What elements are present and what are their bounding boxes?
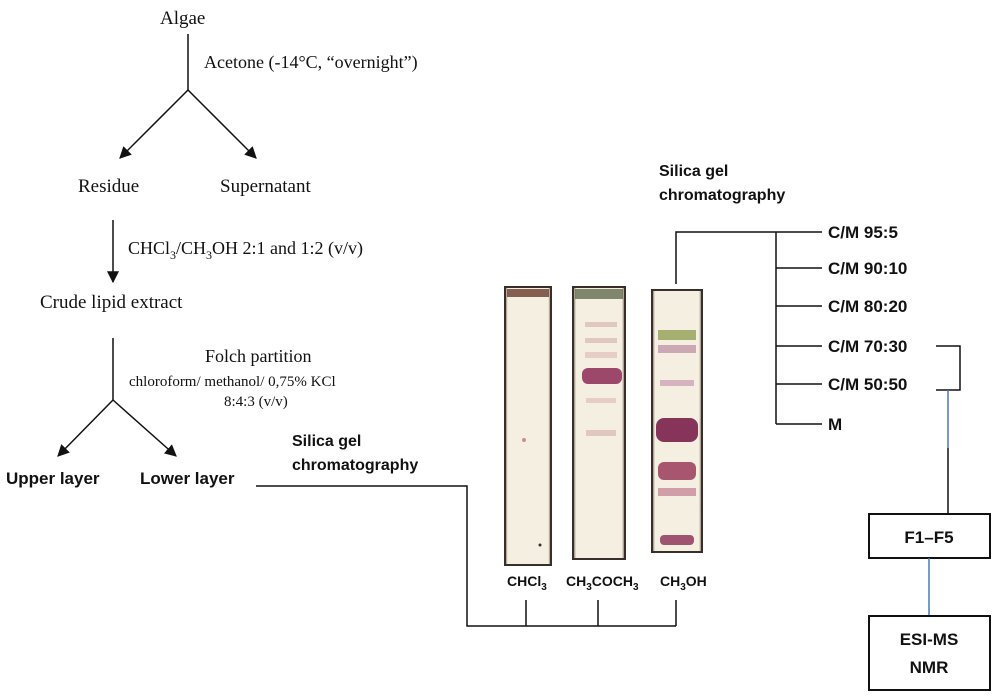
chromatography-label-1: chromatography [292, 457, 418, 474]
arrow-to-upper-layer [57, 399, 114, 457]
nmr-label: NMR [910, 658, 949, 677]
silica-gel-label-1: Silica gel [292, 433, 361, 450]
folch-line-2: 8:4:3 (v/v) [224, 394, 288, 410]
lower-layer-label: Lower layer [140, 469, 235, 488]
arrow-to-residue [119, 89, 189, 159]
folch-line-1: chloroform/ methanol/ 0,75% KCl [129, 374, 336, 390]
tlc-plate-ch3coch3 [572, 286, 626, 560]
upper-layer-label: Upper layer [6, 469, 100, 488]
tlc-plate-ch3oh [651, 289, 703, 553]
lane-label-ch3oh: CH3OH [660, 573, 707, 593]
fraction-label-3: C/M 80:20 [828, 297, 907, 316]
lane-label-ch3coch3: CH3COCH3 [566, 573, 639, 593]
f1-f5-box [868, 513, 991, 559]
arrow-to-lower-layer [112, 399, 177, 457]
algae-label: Algae [160, 8, 205, 29]
chromatography-label-2: chromatography [659, 187, 785, 204]
f1-f5-label: F1–F5 [904, 528, 953, 547]
fraction-label-4: C/M 70:30 [828, 337, 907, 356]
pool-bracket [936, 345, 961, 391]
supernatant-label: Supernatant [220, 176, 311, 197]
esi-ms-label: ESI-MS [900, 630, 959, 649]
lane-label-chcl3: CHCl3 [507, 573, 547, 593]
lower-layer-connector [256, 485, 676, 627]
acetone-step-label: Acetone (-14°C, “overnight”) [204, 52, 418, 73]
tlc-plate-chcl3 [504, 286, 552, 566]
fraction-label-5: C/M 50:50 [828, 375, 907, 394]
silica-gel-label-2: Silica gel [659, 163, 728, 180]
residue-label: Residue [78, 176, 139, 197]
crude-extract-label: Crude lipid extract [40, 292, 183, 313]
fraction-label-6: M [828, 415, 842, 434]
arrow-to-supernatant [187, 89, 257, 159]
fraction-label-2: C/M 90:10 [828, 259, 907, 278]
ch3oh-to-fractions-connector [675, 231, 822, 284]
analysis-box [868, 615, 991, 691]
solvent-step-label: CHCl3/CH3OH 2:1 and 1:2 (v/v) [128, 238, 363, 262]
fraction-label-1: C/M 95:5 [828, 223, 898, 242]
folch-title: Folch partition [205, 346, 312, 366]
